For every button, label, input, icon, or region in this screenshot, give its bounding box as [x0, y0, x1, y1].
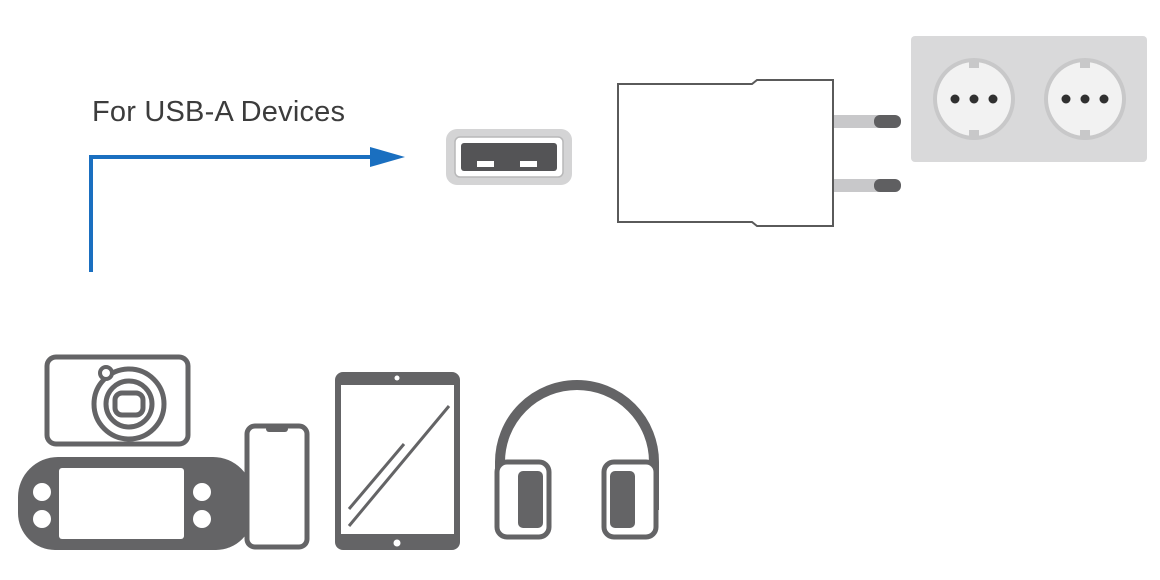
headphones-icon	[494, 380, 659, 540]
camera-icon	[44, 354, 191, 447]
tablet-icon	[335, 372, 460, 550]
wall-charger-icon	[617, 79, 901, 227]
socket-outlet-left	[933, 58, 1015, 140]
handheld-console-icon	[18, 457, 253, 550]
caption-label: For USB-A Devices	[92, 96, 346, 128]
usb-a-port-icon	[446, 129, 572, 185]
smartphone-icon	[244, 423, 310, 550]
socket-outlet-right	[1044, 58, 1126, 140]
wall-socket-icon	[911, 36, 1147, 162]
arrow-icon	[89, 147, 405, 272]
